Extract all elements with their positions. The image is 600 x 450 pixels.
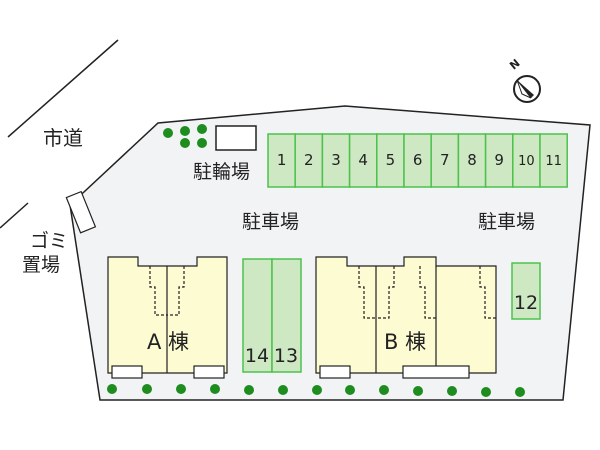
building-b-label: B 棟 (384, 330, 426, 354)
garbage-label-line1: ゴミ (30, 230, 68, 252)
parking-number-14: 14 (245, 345, 269, 367)
parking-number-1: 1 (277, 151, 287, 169)
tree-icon (176, 384, 186, 394)
parking-number-9: 9 (494, 151, 504, 169)
tree-icon (107, 384, 117, 394)
parking-number-10: 10 (518, 154, 535, 169)
garbage-label-line2: 置場 (22, 254, 60, 276)
tree-icon (180, 126, 190, 136)
bicycle-parking-label: 駐輪場 (193, 161, 250, 183)
road-edge-line (7, 39, 119, 138)
tree-icon (163, 128, 173, 138)
compass-arrow-half (516, 79, 532, 99)
parking-number-11: 11 (545, 154, 562, 169)
building-a-label: A 棟 (147, 330, 189, 354)
tree-icon (197, 138, 207, 148)
tree-icon (312, 385, 322, 395)
tree-icon (197, 124, 207, 134)
tree-icon (447, 386, 457, 396)
tree-icon (244, 385, 254, 395)
parking-space-3 (321, 133, 351, 188)
parking-space-7 (430, 133, 460, 188)
parking-number-12: 12 (514, 292, 538, 314)
parking-number-5: 5 (386, 151, 396, 169)
parking-label-center: 駐車場 (242, 211, 299, 233)
parking-space-5 (376, 133, 405, 188)
parking-number-4: 4 (358, 151, 368, 169)
road-label: 市道 (43, 126, 83, 150)
parking-space-13 (271, 258, 302, 373)
parking-space-12 (511, 262, 541, 320)
tree-icon (413, 386, 423, 396)
compass-north-label: N (507, 56, 522, 72)
bicycle-parking-area (215, 125, 257, 151)
parking-number-13: 13 (274, 345, 298, 367)
compass-arrow-icon (517, 80, 534, 98)
tree-icon (345, 385, 355, 395)
tree-icon (481, 387, 491, 397)
tree-icon (142, 384, 152, 394)
trees (107, 124, 525, 397)
parking-number-6: 6 (413, 151, 423, 169)
building-a (107, 256, 228, 379)
parking-number-3: 3 (331, 151, 341, 169)
parking-label-right: 駐車場 (478, 211, 535, 233)
tree-icon (210, 384, 220, 394)
garbage-area (65, 190, 97, 234)
tree-icon (515, 387, 525, 397)
tree-icon (379, 385, 389, 395)
parking-number-2: 2 (304, 151, 314, 169)
building-b (315, 256, 497, 379)
road-edge-line (0, 202, 29, 229)
compass: N (507, 56, 541, 103)
tree-icon (180, 138, 190, 148)
parking-number-8: 8 (467, 151, 477, 169)
parking-space-11 (539, 133, 568, 188)
tree-icon (278, 385, 288, 395)
parking-number-7: 7 (440, 151, 450, 169)
